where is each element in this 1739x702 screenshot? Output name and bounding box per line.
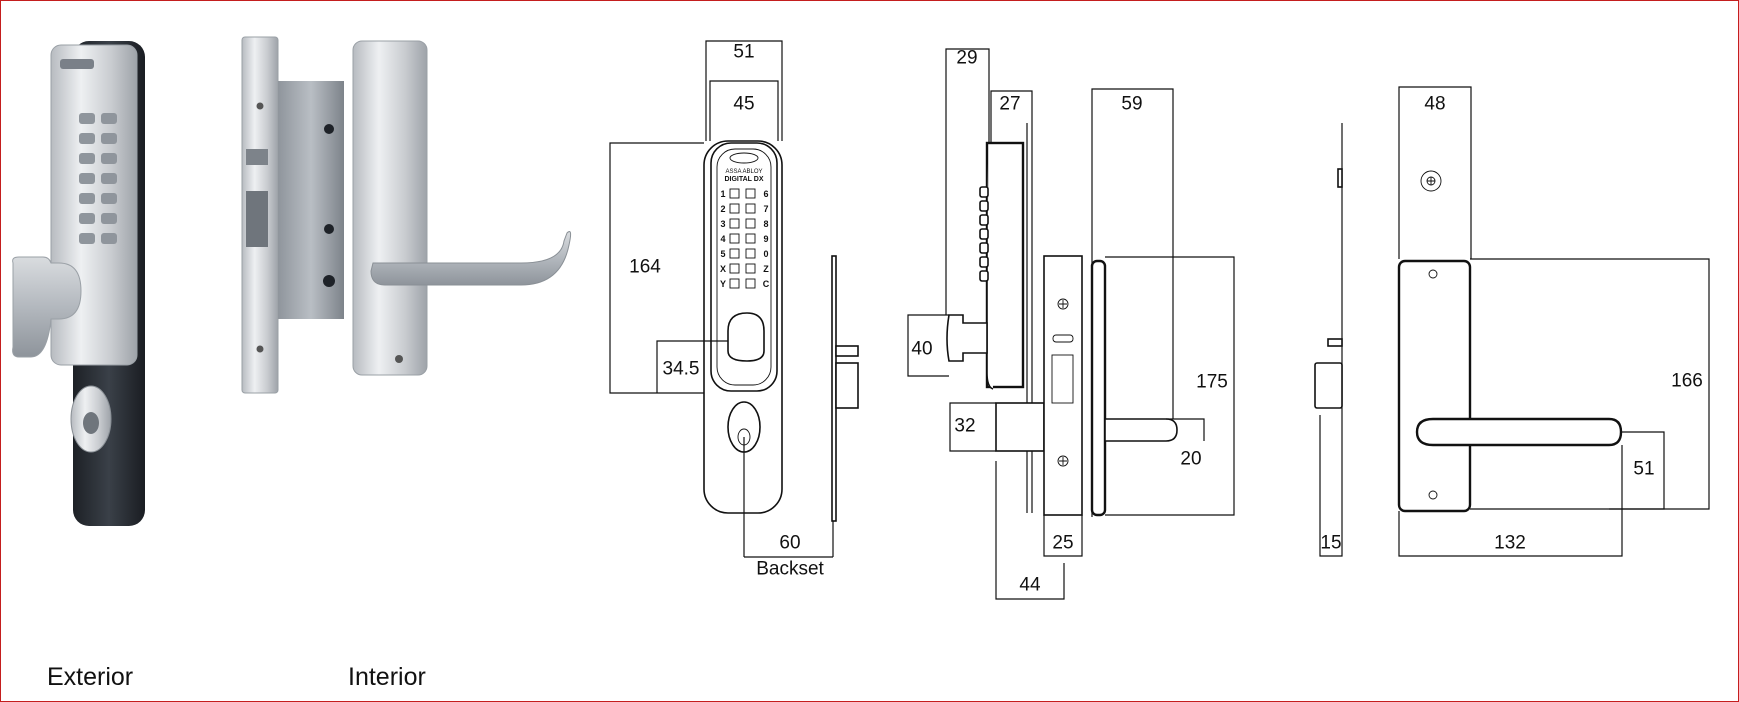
interior-lever-drawing: [1415, 417, 1623, 447]
interior-lever-handle: [370, 231, 572, 286]
key-label: 3: [720, 219, 725, 229]
interior-spindle-icon: [1420, 170, 1442, 192]
dim-door-thickness: 15: [1320, 533, 1341, 554]
key-label: C: [763, 279, 770, 289]
front-latch: [835, 345, 859, 357]
dim-front-height: 164: [629, 257, 661, 278]
dim-keypad-depth: 27: [999, 94, 1020, 115]
mortise-latch: [246, 149, 268, 165]
interior-plate-screw-top: [1428, 269, 1438, 279]
key-label: 2: [720, 204, 725, 214]
front-brand-logo: [729, 152, 759, 164]
key-label: Y: [720, 279, 726, 289]
faceplate-screw-top: [256, 102, 264, 110]
dim-plate-width: 48: [1424, 94, 1445, 115]
key-label: 7: [763, 204, 768, 214]
interior-lock-photo: [241, 36, 572, 394]
front-keypad-inner: [716, 148, 772, 386]
dim-lever-length: 132: [1494, 533, 1526, 554]
key-label: X: [720, 264, 726, 274]
key-label: 5: [720, 249, 725, 259]
exterior-keypad-buttons: [79, 113, 117, 244]
dim-knob-projection: 29: [956, 48, 977, 69]
dim-backset-label: Backset: [756, 559, 824, 580]
front-keypad-buttons: [729, 188, 756, 289]
side-thumb-knob: [946, 314, 988, 362]
front-bolt: [835, 362, 859, 409]
dim-interior-projection: 59: [1121, 94, 1142, 115]
exterior-lock-photo: [12, 41, 145, 526]
dim-bolt-throw: 44: [1019, 575, 1041, 596]
key-icon: [83, 412, 99, 434]
side-keypad-body: [985, 141, 1025, 389]
dim-knob-height: 40: [911, 339, 932, 360]
interior-edge-stub: [1337, 168, 1343, 188]
case-hole-3: [323, 275, 335, 287]
dim-front-lever-offset: 34.5: [663, 359, 700, 380]
interior-plate-screw-bottom: [1428, 490, 1438, 500]
dim-backset-value: 60: [779, 533, 800, 554]
key-label: 9: [763, 234, 768, 244]
dim-lever-drop: 51: [1633, 459, 1654, 480]
dim-front-width-inner: 45: [733, 94, 754, 115]
case-hole-1: [324, 124, 334, 134]
front-model-text: DIGITAL DX: [724, 176, 763, 183]
faceplate-screw-bottom-icon: [1057, 455, 1069, 467]
front-keypad-left-column: 1 2 3 4 5 X Y: [720, 189, 726, 289]
interior-lever-plate: [352, 40, 428, 376]
dim-lever-dia: 20: [1180, 449, 1201, 470]
faceplate-latch-slot: [1052, 334, 1074, 343]
interior-edge-latch: [1327, 338, 1343, 347]
dim-plate-height: 166: [1671, 371, 1703, 392]
side-interior-plate: [1090, 259, 1107, 517]
key-label: 8: [763, 219, 768, 229]
side-faceplate: [1043, 255, 1083, 516]
side-view-drawing: 29 27 59 40 32 175 20 25 44: [907, 48, 1235, 600]
key-label: 1: [720, 189, 725, 199]
key-label: 0: [763, 249, 768, 259]
interior-view-drawing: 48 166 51 132 15: [1314, 86, 1710, 557]
front-thumb-turn: [727, 312, 765, 362]
dim-lever-height: 175: [1196, 372, 1228, 393]
faceplate-bolt-slot: [1051, 354, 1074, 404]
exterior-brand-badge: [60, 59, 94, 69]
front-view-drawing: ASSA ABLOY DIGITAL DX 1 2 3 4 5 X Y 6 7 …: [609, 40, 859, 580]
exterior-thumb-knob: [12, 256, 82, 358]
side-interior-lever: [1104, 418, 1178, 442]
dim-front-width-outer: 51: [733, 42, 754, 63]
key-label: 4: [720, 234, 725, 244]
front-brand-text: ASSA ABLOY: [725, 169, 762, 175]
front-keypad-right-column: 6 7 8 9 0 Z C: [763, 189, 770, 289]
dim-bolt-height: 32: [954, 416, 975, 437]
interior-edge-lever: [1314, 362, 1343, 409]
plate-screw-bottom: [395, 355, 403, 363]
side-mortise-bolt: [995, 402, 1045, 452]
interior-lever-plate-drawing: [1397, 259, 1472, 513]
case-hole-2: [324, 224, 334, 234]
interior-caption: Interior: [348, 663, 426, 691]
exterior-caption: Exterior: [47, 663, 134, 691]
side-keypad-buttons: [979, 186, 989, 282]
key-label: Z: [763, 264, 769, 274]
dim-faceplate-width: 25: [1052, 533, 1073, 554]
mortise-deadbolt: [246, 191, 268, 247]
key-label: 6: [763, 189, 768, 199]
faceplate-screw-bottom: [256, 345, 264, 353]
faceplate-screw-top-icon: [1057, 298, 1069, 310]
